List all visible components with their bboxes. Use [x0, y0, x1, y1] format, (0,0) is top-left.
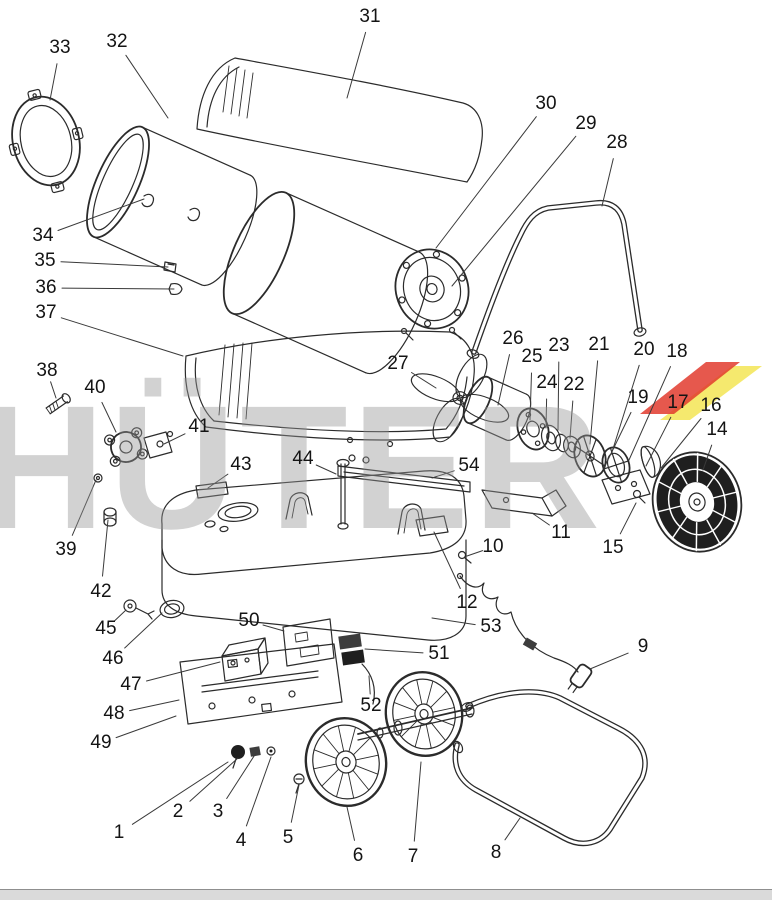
clamp-41: [143, 431, 173, 459]
fan-mount-plate-29: [394, 248, 470, 341]
leader-lines: [49, 31, 713, 842]
drum-clip: [141, 193, 155, 208]
motor-bracket-15: [601, 469, 651, 505]
discs-25-22: [516, 407, 581, 459]
sticker-51: [338, 633, 365, 666]
wire-52: [361, 663, 375, 705]
front-ring-33: [8, 88, 84, 194]
fan-guard-14: [651, 451, 743, 553]
fan-27: [410, 353, 510, 443]
pcb-plate-50: [282, 618, 335, 667]
outer-drum-32: [86, 125, 258, 287]
support-bracket-54: [337, 454, 471, 493]
bent-bracket-11: [481, 489, 567, 517]
bracket-21-rings: [573, 434, 631, 484]
photocell-45: [123, 599, 155, 620]
wheel-7: [384, 670, 464, 758]
screw-38: [45, 393, 71, 415]
brand-swoosh: [640, 362, 762, 420]
fuel-tank-53: [161, 458, 467, 641]
motor-26: [462, 375, 532, 441]
cap-46: [159, 599, 185, 619]
end-cap-16: [640, 445, 662, 478]
pump-assembly-40: [104, 427, 174, 467]
upper-handle-28: [466, 199, 647, 359]
tank-bracket: [285, 492, 313, 520]
wheel-6: [304, 716, 388, 808]
combustion-cylinder-30: [222, 190, 429, 375]
bracket-12: [415, 515, 449, 537]
footer-bar: [0, 889, 772, 900]
control-box-47: [221, 637, 269, 682]
tank-bracket: [397, 503, 426, 535]
top-shell-31: [196, 57, 483, 183]
power-cord-9: [456, 572, 593, 694]
drum-clip: [187, 207, 201, 222]
fitting-42: [103, 507, 117, 527]
screw-10: [457, 550, 472, 564]
nut-39: [93, 473, 103, 483]
small-clips-35-36: [163, 261, 183, 296]
chassis-plate-48: [179, 643, 343, 725]
fasteners-2-5: [231, 745, 305, 794]
lower-frame-8: [452, 689, 648, 847]
plug: [567, 663, 593, 694]
bottom-shell-37: [184, 330, 475, 448]
burner-bracket-43: [195, 481, 229, 499]
